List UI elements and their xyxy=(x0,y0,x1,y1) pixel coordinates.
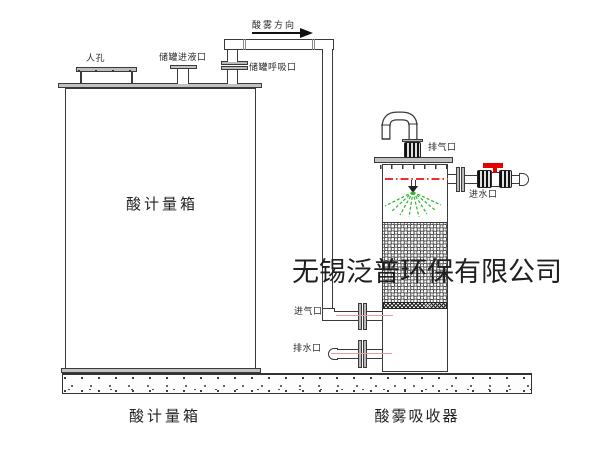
gas-inlet-label: 进气口 xyxy=(294,306,323,316)
tank-top-plate xyxy=(58,83,262,88)
water-inlet-pipe-a xyxy=(465,175,478,184)
tank-bottom-plate xyxy=(61,368,261,373)
spray-lines-icon xyxy=(384,191,442,218)
breather-port-label: 储罐呼吸口 xyxy=(249,62,297,72)
flow-arrow-head-icon xyxy=(300,28,313,38)
flow-direction-label: 酸雾方向 xyxy=(252,20,297,30)
manhole-label: 人孔 xyxy=(86,53,106,63)
tank-caption: 酸计量箱 xyxy=(128,408,201,425)
manhole-cover xyxy=(76,67,137,72)
duct-collar-left xyxy=(243,39,246,50)
valve-handle-stem xyxy=(493,168,497,173)
feed-port-cap xyxy=(170,65,197,69)
company-watermark: 无锡泛普环保有限公司 xyxy=(292,257,562,287)
tank-body xyxy=(65,88,256,369)
water-inlet-flange-a xyxy=(456,167,460,192)
water-inlet-end-cap xyxy=(519,173,529,186)
water-inlet-union-a xyxy=(477,170,492,188)
absorber-caption: 酸雾吸收器 xyxy=(374,408,460,425)
duct-collar-right xyxy=(312,39,315,50)
tank-body-label: 酸计量箱 xyxy=(125,196,198,213)
feed-port-label: 储罐进液口 xyxy=(159,52,207,62)
water-inlet-pipe-b xyxy=(511,175,520,184)
drain-centerline xyxy=(331,353,392,354)
ground-slab xyxy=(62,373,532,394)
gas-inlet-flange-a xyxy=(358,303,362,330)
breather-pipe xyxy=(227,70,238,84)
packing-support-grid xyxy=(383,302,447,309)
drain-flange-b xyxy=(363,340,367,368)
breather-flange-bottom xyxy=(221,66,248,70)
manhole-leg-left xyxy=(80,72,82,83)
gas-inlet-wall-stub xyxy=(367,311,382,321)
drain-port-label: 排水口 xyxy=(293,343,322,353)
sprinkler-nozzle-icon xyxy=(408,186,418,193)
manhole-leg-right xyxy=(131,72,133,83)
exhaust-union xyxy=(404,142,421,158)
sprinkler-stem xyxy=(411,180,416,186)
water-inlet-flange-b xyxy=(461,167,465,192)
feed-port-stem xyxy=(177,69,189,84)
exhaust-union-collar xyxy=(402,139,423,142)
gas-inlet-flange-b xyxy=(363,303,367,330)
water-inlet-label: 进水口 xyxy=(469,189,498,199)
drain-pipe xyxy=(337,349,358,359)
gas-inlet-pipe xyxy=(334,311,358,321)
exhaust-gooseneck-icon xyxy=(381,111,418,142)
gas-inlet-centerline xyxy=(336,315,393,316)
duct-riser-left xyxy=(227,48,238,62)
drain-wall-stub xyxy=(367,349,382,359)
absorber-flange-bolts xyxy=(380,165,448,169)
flow-arrow-shaft xyxy=(252,32,304,34)
exhaust-port-label: 排气口 xyxy=(428,142,457,152)
duct-horizontal xyxy=(224,39,334,50)
valve-handle-icon xyxy=(483,163,503,168)
water-inlet-wall-stub xyxy=(448,174,457,184)
packing-bed xyxy=(383,222,447,302)
water-inlet-union-b xyxy=(499,170,512,188)
duct-downcomer xyxy=(322,49,333,309)
drain-flange-a xyxy=(358,340,362,368)
